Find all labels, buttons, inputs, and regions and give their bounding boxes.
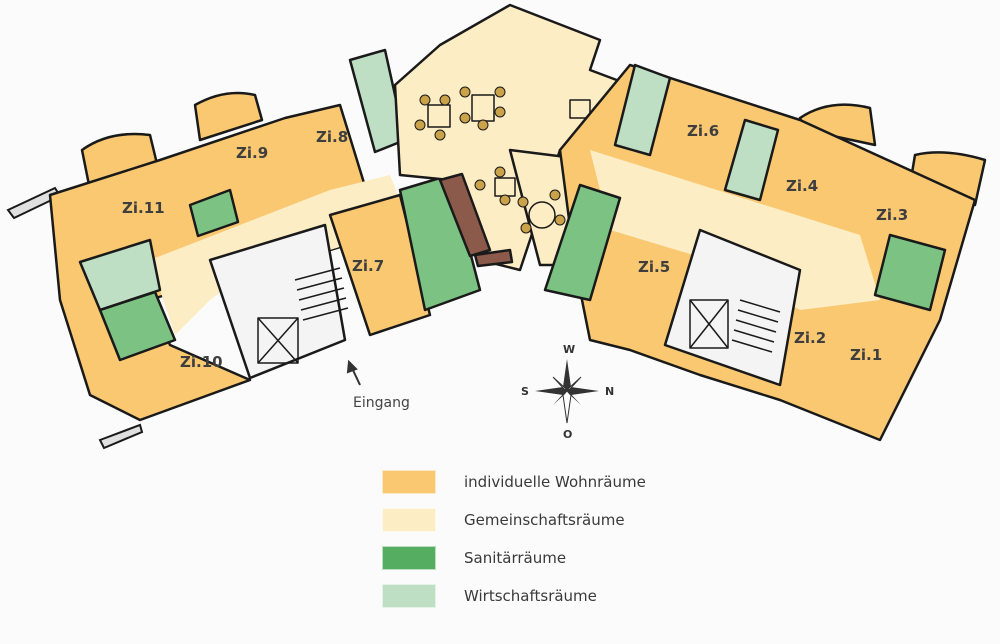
room-labels: Zi.1 Zi.2 Zi.3 Zi.4 Zi.5 Zi.6 Zi.7 Zi.8 … — [122, 122, 908, 371]
legend-swatch-sanitary — [382, 546, 436, 570]
room-label-zi1: Zi.1 — [850, 346, 882, 364]
legend-label: Gemeinschaftsräume — [464, 511, 625, 529]
legend-item-common: Gemeinschaftsräume — [382, 506, 646, 534]
legend-swatch-utility — [382, 584, 436, 608]
compass-n: N — [605, 385, 614, 398]
room-label-zi2: Zi.2 — [794, 329, 826, 347]
arrow-up-left-icon — [346, 359, 361, 386]
compass-s: S — [521, 385, 529, 398]
floor-plan: Zi.1 Zi.2 Zi.3 Zi.4 Zi.5 Zi.6 Zi.7 Zi.8 … — [6, 3, 987, 450]
exterior-walls — [6, 186, 144, 450]
room-label-zi11: Zi.11 — [122, 199, 165, 217]
room-label-zi6: Zi.6 — [687, 122, 719, 140]
legend-swatch-individual — [382, 470, 436, 494]
legend-swatch-common — [382, 508, 436, 532]
legend-item-utility: Wirtschaftsräume — [382, 582, 646, 610]
room-label-zi4: Zi.4 — [786, 177, 818, 195]
right-wing — [543, 63, 987, 442]
compass-rose-icon: W N O S — [521, 343, 614, 441]
compass-w: W — [563, 343, 575, 356]
room-label-zi10: Zi.10 — [180, 353, 223, 371]
room-label-zi5: Zi.5 — [638, 258, 670, 276]
legend: individuelle Wohnräume Gemeinschaftsräum… — [382, 468, 646, 620]
legend-label: individuelle Wohnräume — [464, 473, 646, 491]
left-wing — [48, 48, 482, 422]
entrance-label: Eingang — [353, 395, 410, 411]
legend-item-individual: individuelle Wohnräume — [382, 468, 646, 496]
room-label-zi7: Zi.7 — [352, 257, 384, 275]
legend-item-sanitary: Sanitärräume — [382, 544, 646, 572]
room-label-zi8: Zi.8 — [316, 128, 348, 146]
room-label-zi9: Zi.9 — [236, 144, 268, 162]
compass-o: O — [563, 428, 572, 441]
legend-label: Sanitärräume — [464, 549, 567, 567]
legend-label: Wirtschaftsräume — [464, 587, 597, 605]
room-label-zi3: Zi.3 — [876, 206, 908, 224]
